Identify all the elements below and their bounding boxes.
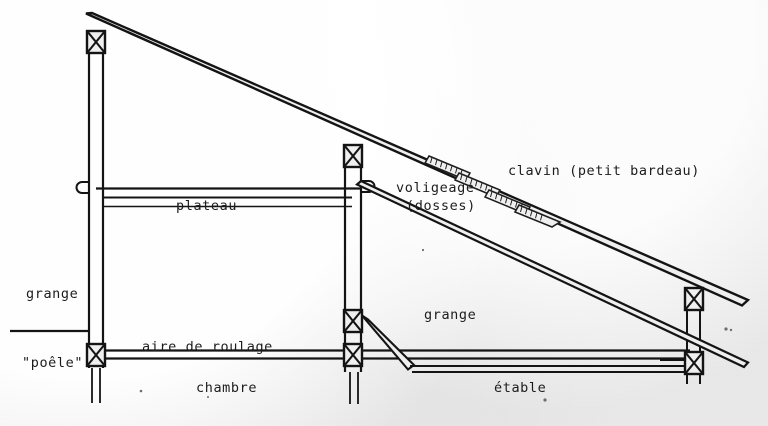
label-voligeage: voligeage bbox=[396, 180, 475, 196]
label-aire-de-roulage: aire de roulage bbox=[142, 339, 273, 355]
label-grange-left: grange bbox=[26, 286, 79, 302]
left-beam-stub bbox=[75, 181, 89, 194]
center-post bbox=[343, 146, 363, 372]
joint-left-top bbox=[85, 29, 107, 55]
label-plateau: plateau bbox=[176, 198, 238, 214]
label-poele: "poêle" bbox=[22, 355, 84, 371]
left-post bbox=[87, 30, 105, 368]
joint-right-bottom bbox=[683, 350, 705, 376]
pile-left bbox=[91, 368, 101, 403]
main-rafter bbox=[85, 11, 751, 307]
joint-center-top bbox=[342, 143, 364, 169]
voligeage-rafter bbox=[355, 179, 750, 369]
etable-floor bbox=[410, 364, 690, 374]
label-chambre: chambre bbox=[196, 380, 258, 396]
pile-center bbox=[349, 372, 359, 404]
label-clavin: clavin (petit bardeau) bbox=[508, 163, 701, 179]
joint-center-mid bbox=[342, 308, 364, 334]
joint-center-bottom bbox=[342, 342, 364, 368]
label-grange-right: grange bbox=[424, 307, 477, 323]
joint-right-top bbox=[683, 286, 705, 312]
label-dosses: (dosses) bbox=[406, 198, 476, 214]
plateau-floor bbox=[96, 187, 362, 208]
ink-specks bbox=[139, 248, 733, 402]
right-post-tie bbox=[660, 359, 687, 367]
clavin-shingle-detail bbox=[423, 155, 562, 228]
joint-left-bottom bbox=[85, 342, 107, 368]
label-etable: étable bbox=[494, 380, 547, 396]
etable-brace bbox=[361, 314, 416, 371]
